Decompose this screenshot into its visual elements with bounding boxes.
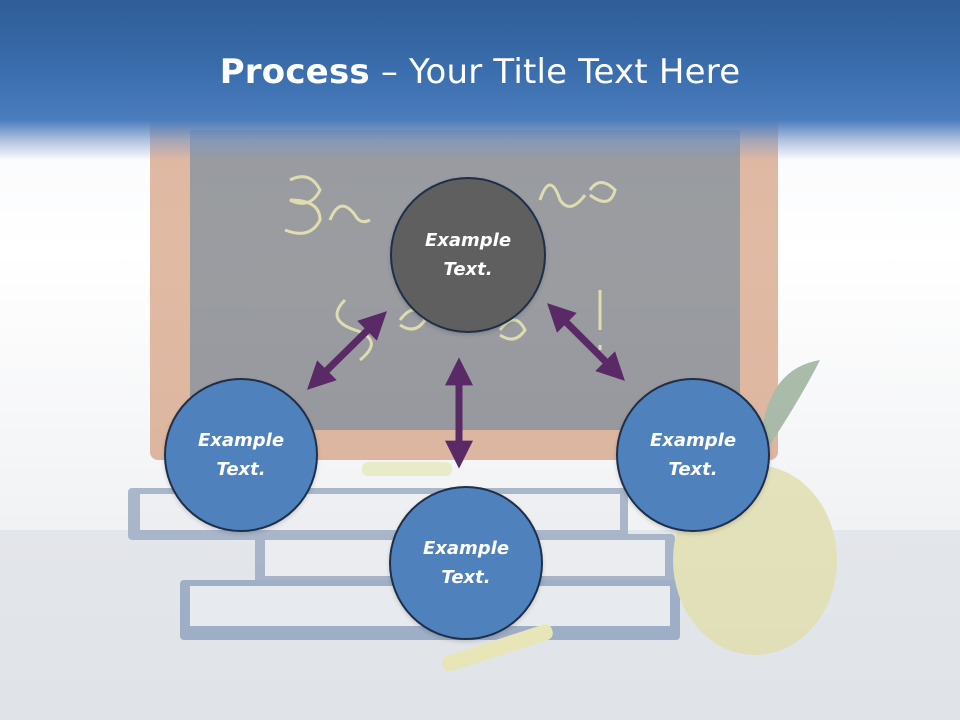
- title-band: [0, 0, 960, 160]
- title-bold: Process: [219, 52, 370, 92]
- node-right-line1: Example: [649, 430, 737, 451]
- slide-title: Process – Your Title Text Here: [0, 52, 960, 92]
- node-top: Example Text.: [390, 177, 546, 333]
- node-left-line1: Example: [197, 430, 285, 451]
- node-bottom-line2: Text.: [441, 567, 491, 588]
- node-top-line1: Example: [424, 230, 512, 251]
- title-rest: – Your Title Text Here: [369, 52, 741, 92]
- node-top-line2: Text.: [443, 259, 493, 280]
- node-bottom-line1: Example: [422, 538, 510, 559]
- node-left-line2: Text.: [216, 459, 266, 480]
- node-right-line2: Text.: [668, 459, 718, 480]
- node-right: Example Text.: [616, 378, 770, 532]
- node-left: Example Text.: [164, 378, 318, 532]
- node-bottom: Example Text.: [389, 486, 543, 640]
